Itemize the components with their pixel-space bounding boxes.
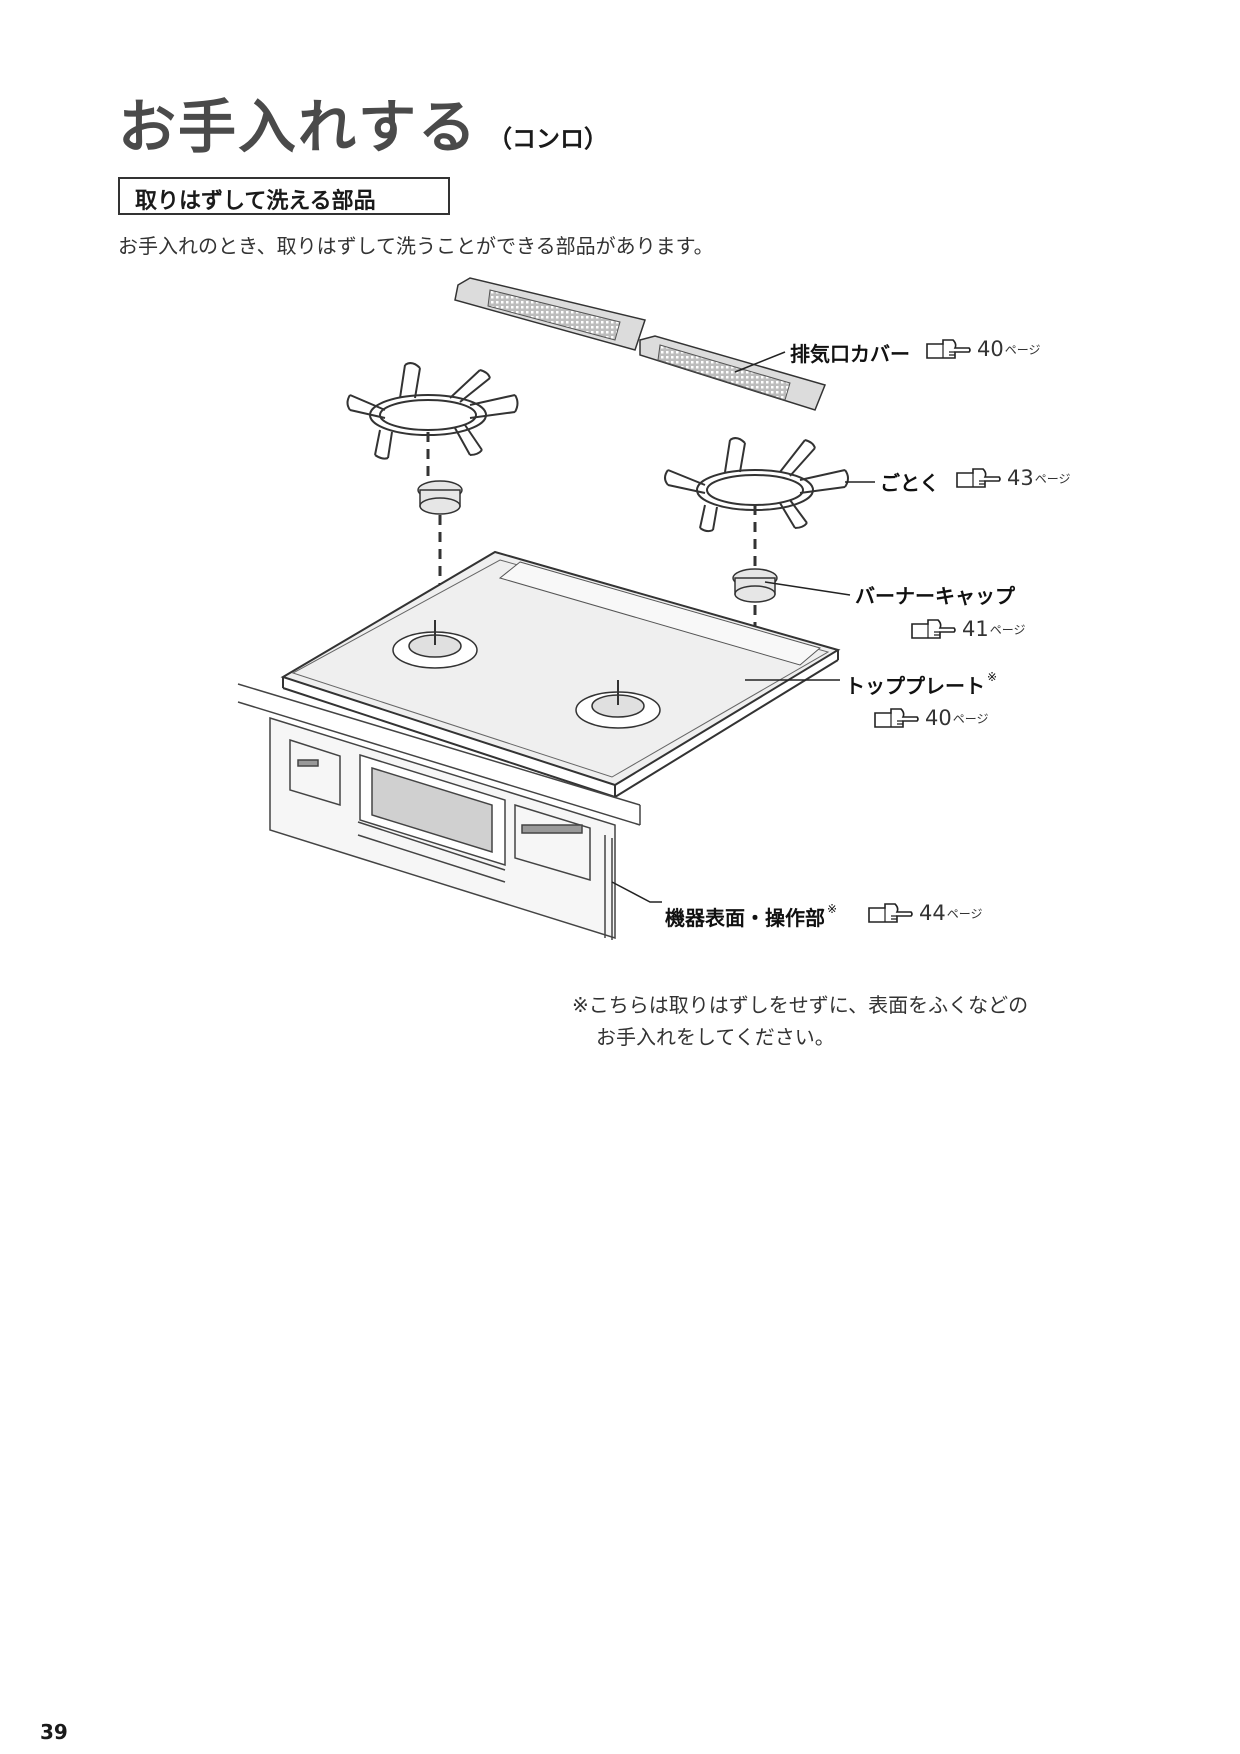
part-name: ごとく bbox=[880, 471, 940, 495]
page-ref-number: 44 bbox=[919, 901, 946, 925]
page-ref-unit: ページ bbox=[946, 906, 983, 921]
page-ref-number: 41 bbox=[962, 617, 989, 641]
page-number: 39 bbox=[40, 1720, 68, 1744]
trivet-left-illustration bbox=[346, 362, 519, 460]
page-ref-number: 40 bbox=[977, 337, 1004, 361]
footnote-line-1: ※こちらは取りはずしをせずに、表面をふくなどの bbox=[572, 993, 1029, 1017]
part-asterisk: ※ bbox=[827, 902, 838, 916]
leader-lines bbox=[611, 351, 875, 903]
page-ref-number: 43 bbox=[1007, 466, 1034, 490]
exhaust-cover-illustration bbox=[454, 277, 827, 411]
page-ref-unit: ページ bbox=[989, 622, 1026, 637]
pointing-hand-icon bbox=[956, 468, 1001, 488]
page-title-subtitle: （コンロ） bbox=[488, 125, 609, 153]
part-label-top-plate: トッププレート※ bbox=[845, 670, 997, 699]
pointing-hand-icon bbox=[926, 339, 971, 359]
trivet-right-illustration bbox=[664, 437, 849, 533]
pointing-hand-icon bbox=[911, 619, 956, 639]
part-name: 排気口カバー bbox=[790, 342, 910, 366]
page-ref-unit: ページ bbox=[952, 711, 989, 726]
part-name: バーナーキャップ bbox=[855, 584, 1015, 608]
section-heading-box bbox=[118, 177, 450, 215]
part-label-control-surface: 機器表面・操作部※ bbox=[665, 902, 837, 931]
pointing-hand-icon bbox=[874, 708, 919, 728]
page-ref-number: 40 bbox=[925, 706, 952, 730]
pointing-hand-icon bbox=[868, 903, 913, 923]
page-ref-unit: ページ bbox=[1034, 471, 1071, 486]
part-label-burner-cap: バーナーキャップ bbox=[855, 580, 1017, 609]
footnote-line-2: お手入れをしてください。 bbox=[596, 1025, 835, 1049]
footnote: ※こちらは取りはずしをせずに、表面をふくなどの お手入れをしてください。 bbox=[572, 989, 1028, 1053]
page-ref-unit: ページ bbox=[1004, 342, 1041, 357]
intro-text: お手入れのとき、取りはずして洗うことができる部品があります。 bbox=[118, 234, 714, 258]
part-asterisk: ※ bbox=[987, 670, 998, 684]
part-label-trivet: ごとく bbox=[880, 467, 941, 496]
cabinet-illustration bbox=[237, 683, 641, 940]
section-heading: 取りはずして洗える部品 bbox=[135, 189, 376, 214]
page-title: お手入れする （コンロ） bbox=[118, 80, 608, 164]
top-plate-illustration bbox=[280, 550, 841, 798]
part-name: トッププレート bbox=[845, 674, 985, 698]
part-name: 機器表面・操作部 bbox=[665, 906, 825, 930]
part-label-exhaust-cover: 排気口カバー bbox=[790, 338, 912, 367]
burner-caps-illustration bbox=[417, 480, 778, 603]
page-title-main: お手入れする bbox=[118, 93, 479, 161]
